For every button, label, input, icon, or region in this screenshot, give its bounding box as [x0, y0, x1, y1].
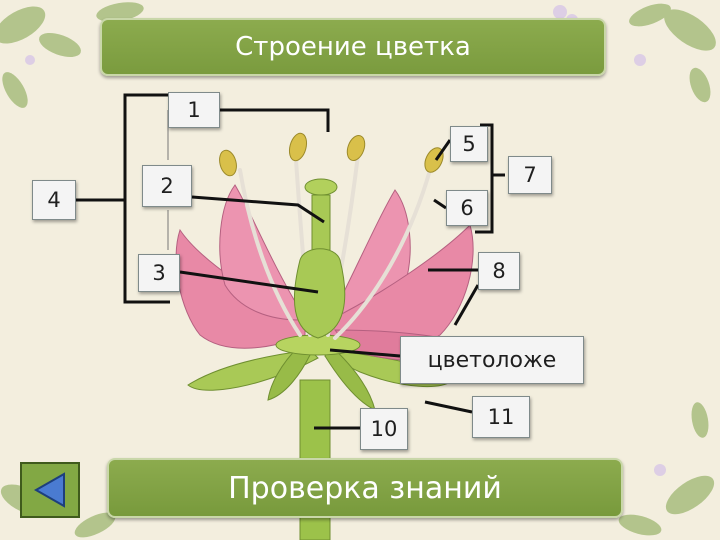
label-5[interactable]: 5: [450, 126, 488, 162]
anther-1: [219, 149, 237, 177]
label-2[interactable]: 2: [142, 165, 192, 207]
pistil-ovary: [294, 248, 346, 339]
label-7[interactable]: 7: [508, 156, 552, 194]
page-title: Строение цветка: [100, 18, 606, 76]
label-11[interactable]: 11: [472, 396, 530, 438]
bracket-right: [475, 123, 494, 234]
anther-2: [288, 132, 308, 162]
back-button[interactable]: [20, 462, 80, 518]
label-4[interactable]: 4: [32, 180, 76, 220]
leader-5: [434, 139, 452, 161]
anther-3: [346, 134, 366, 162]
filament-4: [333, 168, 432, 340]
triangle-left-icon: [33, 472, 65, 508]
leader-11: [424, 400, 473, 414]
label-3[interactable]: 3: [138, 254, 180, 292]
leader-2: [191, 195, 325, 224]
leader-6: [433, 198, 447, 210]
leader-3: [179, 270, 319, 294]
label-9[interactable]: цветоложе: [400, 336, 584, 384]
check-knowledge-button[interactable]: Проверка знаний: [107, 458, 623, 518]
sepal-mid-left: [267, 344, 311, 401]
leader-8b: [453, 284, 480, 326]
label-6[interactable]: 6: [446, 190, 488, 226]
filament-1: [238, 168, 302, 337]
label-10[interactable]: 10: [360, 408, 408, 450]
leader-9: [329, 348, 401, 358]
pistil-stigma: [304, 178, 338, 196]
pistil-style: [311, 194, 331, 251]
leader-1: [220, 108, 330, 132]
label-1[interactable]: 1: [168, 92, 220, 128]
label-8[interactable]: 8: [478, 252, 520, 290]
